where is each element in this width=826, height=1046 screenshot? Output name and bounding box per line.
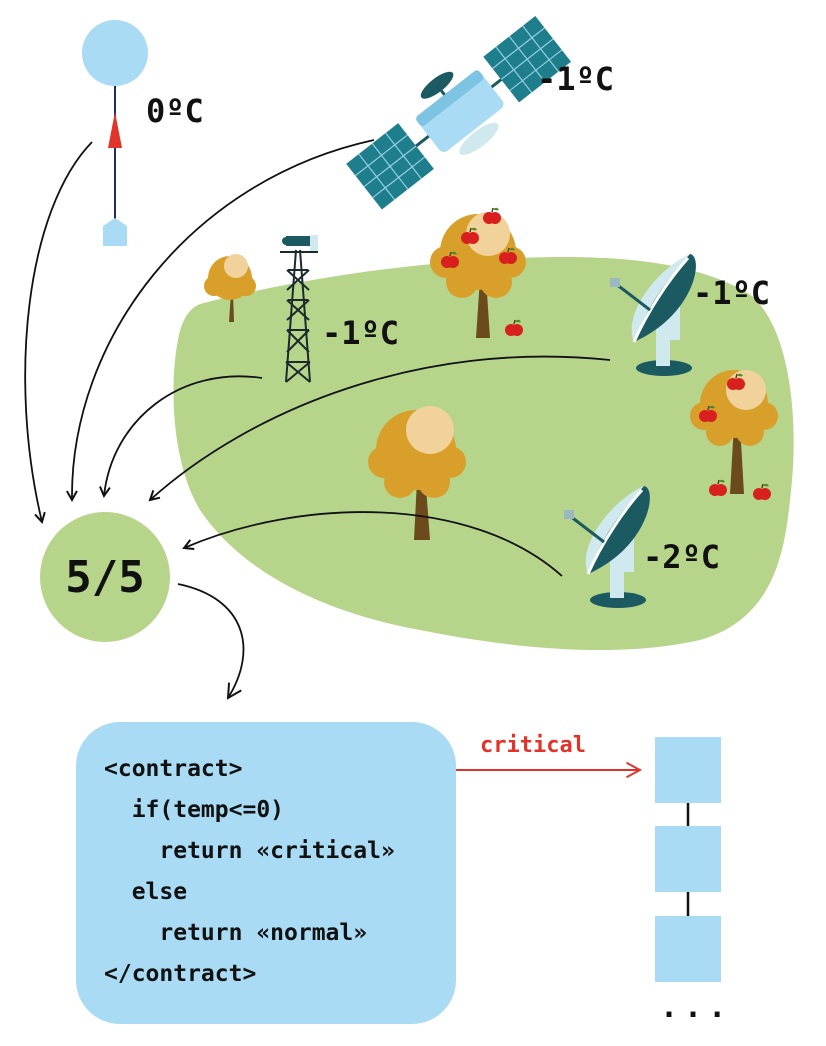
arrow-satellite-to-consensus	[72, 139, 375, 500]
dish-bottom-temp-label: -2ºC	[643, 538, 721, 576]
contract-code-line: </contract>	[104, 961, 257, 987]
arrow-dish-bottom-to-consensus	[184, 511, 563, 577]
satellite-temp-label: -1ºC	[537, 60, 615, 98]
arrow-dish-top-to-consensus	[150, 355, 611, 500]
blockchain-block	[655, 737, 721, 803]
apple-tree-icon	[690, 370, 778, 501]
meadow-area	[173, 257, 794, 651]
arrow-balloon-to-consensus	[24, 141, 93, 522]
apple-tree-icon	[430, 206, 526, 338]
contract-code-line: else	[104, 879, 188, 905]
blockchain-continuation: ...	[660, 990, 733, 1025]
weather-tower-icon	[280, 235, 318, 383]
contract-code-line: return «critical»	[104, 838, 395, 864]
dish-top-temp-label: -1ºC	[693, 274, 771, 312]
consensus-node	[40, 512, 170, 642]
contract-box	[76, 722, 456, 1024]
tower-temp-label: -1ºC	[322, 314, 400, 352]
arrow-consensus-to-contract	[177, 583, 245, 700]
satellite-icon	[346, 16, 572, 210]
blockchain	[655, 737, 721, 982]
small-tree-icon	[204, 254, 256, 322]
critical-output-label: critical	[480, 733, 586, 758]
arrow-tower-to-consensus	[104, 375, 263, 496]
blockchain-block	[655, 916, 721, 982]
contract-code-line: if(temp<=0)	[104, 797, 285, 823]
weather-balloon-icon	[82, 20, 148, 246]
tree-icon	[368, 406, 466, 540]
consensus-label: 5/5	[65, 551, 145, 603]
blockchain-block	[655, 826, 721, 892]
balloon-temp-label: 0ºC	[146, 92, 204, 130]
contract-code-line: <contract>	[104, 756, 243, 782]
contract-code-line: return «normal»	[104, 920, 368, 946]
